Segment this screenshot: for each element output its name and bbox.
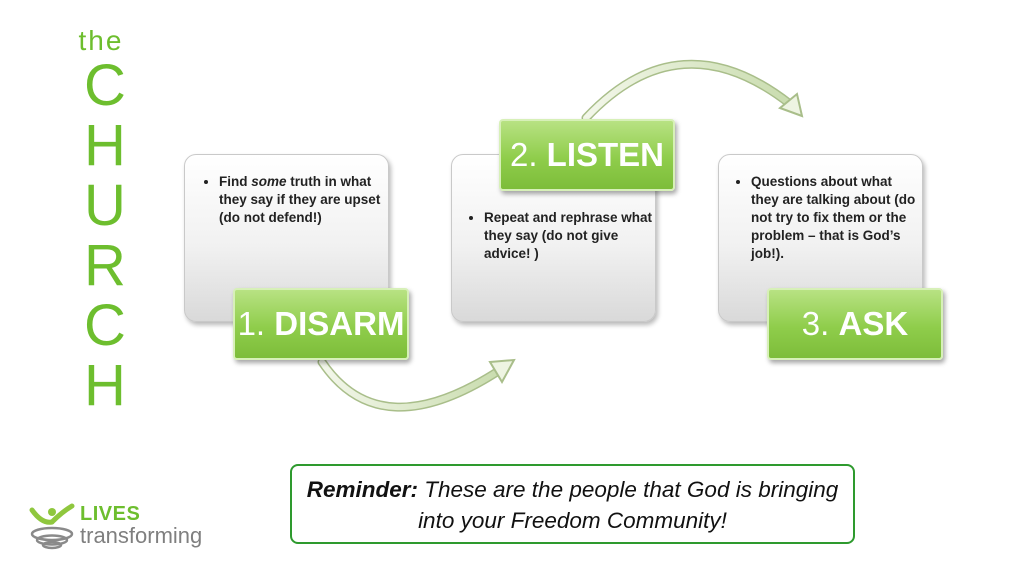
step-label: LISTEN (546, 136, 665, 173)
church-title: the C H U R C H (70, 26, 140, 416)
step-label: DISARM (274, 305, 405, 342)
step-listen: 2. LISTEN (499, 119, 675, 191)
ask-bullet: Questions about what they are talking ab… (735, 173, 923, 263)
title-letter-u: U (84, 173, 126, 238)
title-letter-h: H (84, 113, 126, 178)
step-ask: 3. ASK (767, 288, 943, 360)
title-letter-r: R (84, 233, 126, 298)
title-the: the (78, 25, 124, 56)
swirl-icon (29, 503, 75, 550)
step-number: 2. (509, 136, 538, 173)
reminder-box: Reminder: These are the people that God … (290, 464, 855, 544)
listen-bullet: Repeat and rephrase what they say (do no… (468, 209, 654, 263)
lives-transforming-logo: LIVES transforming (28, 498, 218, 558)
reminder-lead: Reminder: (306, 477, 418, 502)
title-letter-c: C (84, 53, 126, 118)
arrow-disarm-to-listen (317, 357, 516, 412)
logo-transforming: transforming (80, 523, 203, 548)
step-number: 3. (801, 305, 830, 342)
step-label: ASK (838, 305, 909, 342)
arrow-listen-to-ask (581, 59, 804, 123)
reminder-text: These are the people that God is bringin… (418, 477, 839, 533)
logo-lives: LIVES (80, 503, 141, 525)
step-disarm: 1. DISARM (233, 288, 409, 360)
title-letter-c2: C (84, 293, 126, 358)
disarm-bullet: Find some truth in what they say if they… (203, 173, 387, 227)
step-number: 1. (237, 305, 266, 342)
title-letter-h2: H (84, 353, 126, 418)
